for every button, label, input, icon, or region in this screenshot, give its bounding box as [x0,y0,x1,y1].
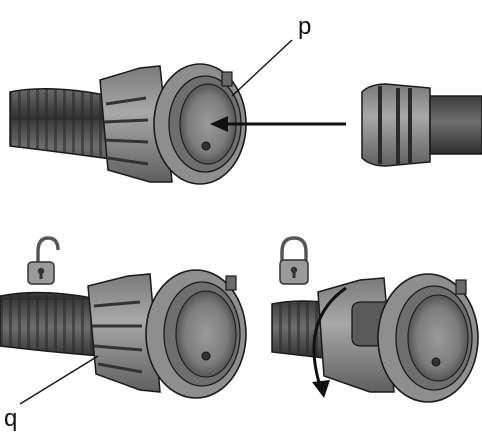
callout-p-leader [231,39,293,97]
top-connector-sleeve [99,65,173,183]
callout-p-label: p [298,13,311,40]
bottom-left-hose [0,291,101,357]
top-connector-assembly: p [9,13,482,185]
bottom-left-connector-assembly: q [0,236,247,432]
top-connector-fins [103,96,149,166]
rotate-arrow-icon [312,286,347,398]
bottom-right-connector-assembly [271,236,479,403]
mating-hose-end [361,83,482,167]
unlocked-padlock-icon [27,236,60,285]
callout-q-label: q [4,405,17,432]
locked-padlock-icon [279,236,309,285]
insert-arrow-icon [210,116,346,132]
callout-q-leader [19,355,99,405]
